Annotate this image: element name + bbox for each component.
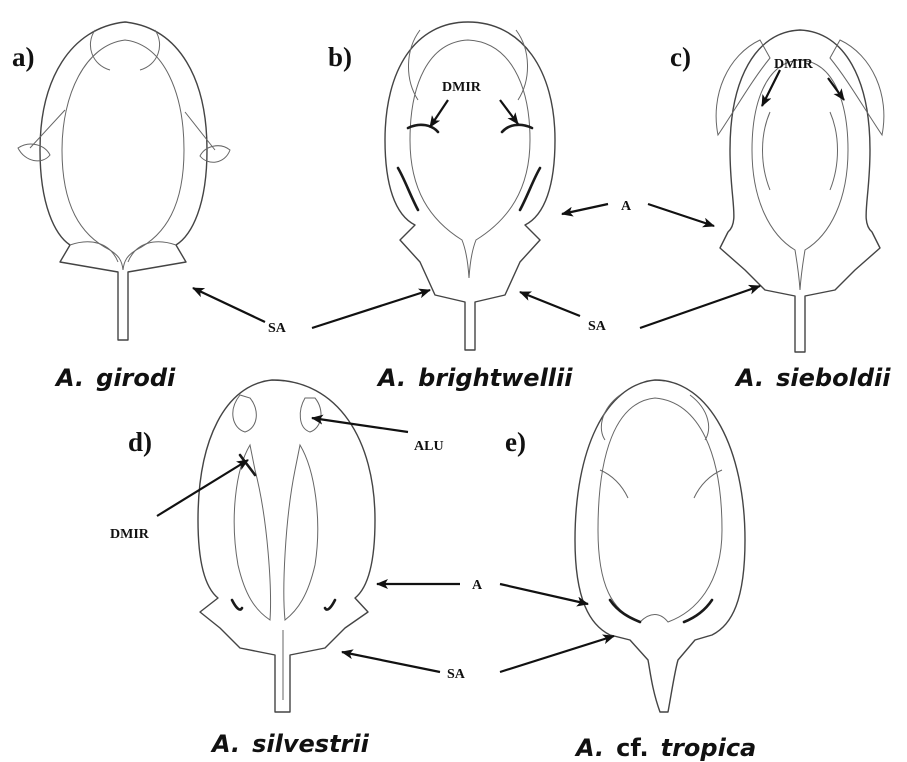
label-dmir-b: DMIR <box>442 80 482 95</box>
label-sa-left: SA <box>268 321 287 336</box>
panel-label-d: d) <box>128 427 152 457</box>
panel-label-b: b) <box>328 42 352 72</box>
specimen-e-tropica <box>575 380 745 712</box>
specimen-b-brightwellii <box>385 22 555 350</box>
label-alu: ALU <box>414 439 444 454</box>
genus-e: A. <box>574 734 604 762</box>
panel-label-e: e) <box>505 427 526 457</box>
species-name-c: A. sieboldii <box>734 364 891 392</box>
epithet-b: brightwellii <box>418 364 573 392</box>
cf-qualifier-e: cf. <box>616 734 648 762</box>
label-a-bottom: A <box>472 578 483 593</box>
species-name-a: A. girodi <box>54 364 176 392</box>
genus-a: A. <box>54 364 84 392</box>
panel-label-a: a) <box>12 42 35 72</box>
genus-c: A. <box>734 364 764 392</box>
species-name-e: A. cf. tropica <box>574 734 756 762</box>
epithet-e: tropica <box>661 734 757 762</box>
epithet-a: girodi <box>96 364 176 392</box>
species-name-d: A. silvestrii <box>210 730 370 758</box>
genus-b: A. <box>376 364 406 392</box>
species-name-b: A. brightwellii <box>376 364 573 392</box>
label-dmir-d: DMIR <box>110 527 150 542</box>
epithet-d: silvestrii <box>252 730 369 758</box>
specimen-a-girodi <box>18 22 230 340</box>
label-sa-bottom: SA <box>447 667 466 682</box>
panel-label-c: c) <box>670 42 691 72</box>
label-sa-right: SA <box>588 319 607 334</box>
specimen-d-silvestrii <box>198 380 375 712</box>
genus-d: A. <box>210 730 240 758</box>
epithet-c: sieboldii <box>776 364 891 392</box>
specimen-c-sieboldii <box>716 30 884 352</box>
label-a-top: A <box>621 199 632 214</box>
label-dmir-c: DMIR <box>774 57 814 72</box>
